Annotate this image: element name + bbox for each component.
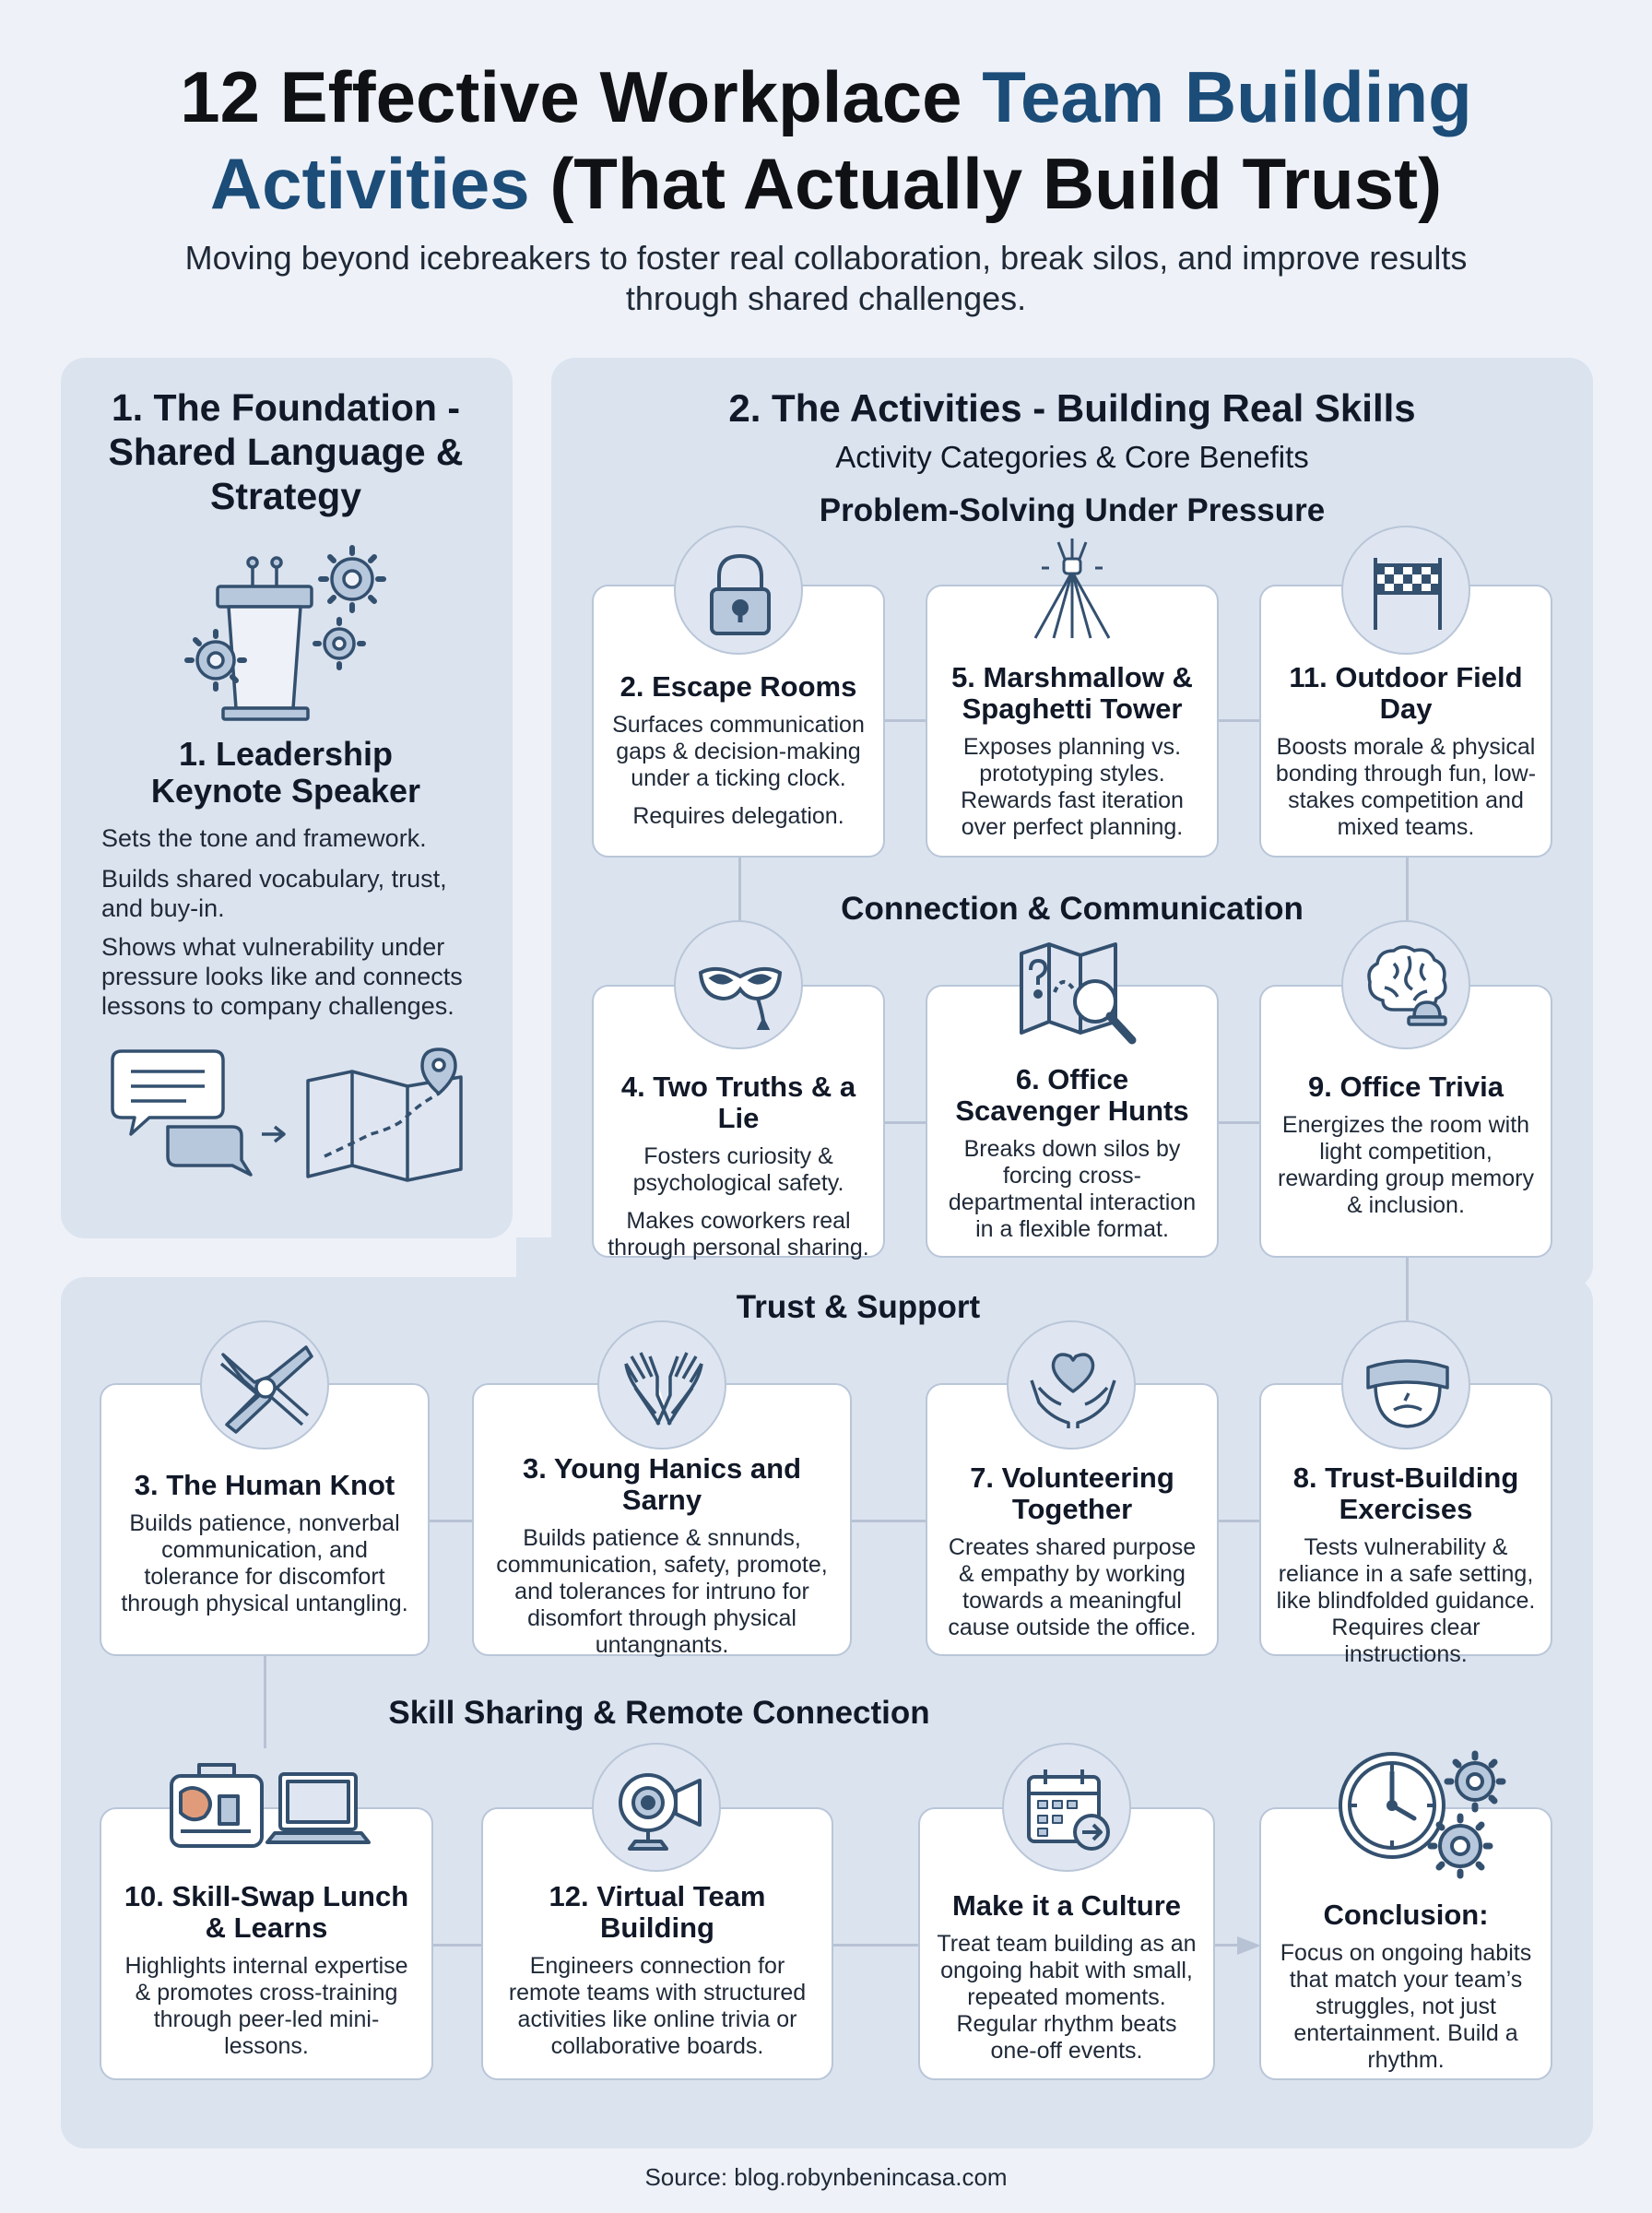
- foundation-point-3: Shows what vulnerability under pressure …: [101, 933, 463, 1020]
- card-title: Conclusion:: [1323, 1899, 1489, 1931]
- card-title: 3. Young Hanics and Sarny: [522, 1452, 802, 1516]
- activities-title: 2. The Activities - Building Real Skills: [728, 386, 1416, 430]
- connector-vertical: [1406, 1256, 1409, 1339]
- title-part-1: 12 Effective Workplace: [180, 56, 962, 137]
- icon-badge: [592, 1743, 721, 1872]
- connector-row1: [883, 719, 931, 722]
- card-title: Make it a Culture: [951, 1889, 1182, 1922]
- icon-badge: [597, 1320, 726, 1450]
- icon-badge: [674, 920, 803, 1049]
- card-description: Focus on ongoing habits that match your …: [1280, 1940, 1532, 2073]
- card-title: 10. Skill-Swap Lunch & Learns: [124, 1880, 409, 1944]
- card-description: Treat team building as an ongoing habit …: [937, 1931, 1197, 2064]
- raised-hands-icon: [624, 1352, 703, 1426]
- icon-badge: [674, 526, 803, 655]
- card-description: Fosters curiosity & psychological safety…: [632, 1143, 844, 1196]
- source-credit: Source: blog.robynbenincasa.com: [644, 2163, 1008, 2191]
- card-title: 5. Marshmallow & Spaghetti Tower: [951, 661, 1193, 725]
- card-title: 11. Outdoor Field Day: [1289, 661, 1523, 725]
- arrow-right-icon: [1237, 1936, 1261, 1955]
- title-accent-2: Activities: [209, 143, 530, 224]
- connector-vertical: [264, 1656, 266, 1748]
- page-subtitle: Moving beyond icebreakers to foster real…: [184, 239, 1468, 317]
- finish-line-icon: [1374, 558, 1442, 630]
- icon-badge: [1341, 1320, 1470, 1450]
- card-description: Exposes planning vs. prototyping styles.…: [961, 734, 1184, 840]
- padlock-icon: [710, 553, 771, 635]
- card-description: Highlights internal expertise & promotes…: [124, 1953, 408, 2059]
- chat-map-icon: [111, 1047, 463, 1182]
- card-description: Breaks down silos by forcing cross-depar…: [948, 1136, 1197, 1242]
- connector-row2: [1217, 1121, 1263, 1124]
- icon-badge: [1007, 1320, 1136, 1450]
- card-description: Builds patience & snnunds, communication…: [496, 1525, 828, 1658]
- card-title: 3. The Human Knot: [134, 1469, 395, 1501]
- category-connection: Connection & Communication: [841, 891, 1304, 927]
- card-description: Surfaces communication gaps & decision-m…: [612, 712, 865, 791]
- icon-badge: [200, 1320, 329, 1450]
- card-human-knot: 3. The Human Knot Builds patience, nonve…: [100, 1383, 430, 1656]
- connector-row3: [1217, 1520, 1263, 1522]
- connector-row4: [428, 1944, 483, 1947]
- connector-row3: [850, 1520, 926, 1522]
- connector-row4: [1213, 1944, 1252, 1947]
- card-title: 6. Office Scavenger Hunts: [955, 1063, 1189, 1127]
- podium-gears-icon: [184, 545, 386, 721]
- foundation-point-2: Builds shared vocabulary, trust, and buy…: [101, 865, 447, 922]
- category-trust: Trust & Support: [736, 1289, 981, 1325]
- card-title: 9. Office Trivia: [1308, 1071, 1504, 1103]
- card-description: Boosts morale & physical bonding through…: [1275, 734, 1537, 840]
- card-virtual-team: 12. Virtual Team Building Engineers conn…: [481, 1807, 833, 2080]
- icon-badge: [1341, 920, 1470, 1049]
- brain-buzzer-icon: [1367, 945, 1447, 1026]
- panel-join: [516, 1237, 572, 1293]
- card-title: 12. Virtual Team Building: [549, 1880, 766, 1944]
- foundation-title: 1. The Foundation - Shared Language & St…: [108, 386, 464, 517]
- heart-hands-icon: [1030, 1353, 1116, 1428]
- activities-subtitle: Activity Categories & Core Benefits: [835, 440, 1309, 474]
- connector-row1: [1217, 719, 1263, 722]
- card-description: Builds patience, nonverbal communication…: [121, 1510, 408, 1616]
- clock-gears-icon: [1339, 1750, 1506, 1879]
- title-part-2: (That Actually Build Trust): [549, 143, 1443, 224]
- card-skill-swap: 10. Skill-Swap Lunch & Learns Highlights…: [100, 1807, 433, 2080]
- card-trust-building: 8. Trust-Building Exercises Tests vulner…: [1259, 1383, 1552, 1667]
- spaghetti-tower-icon: [1033, 538, 1111, 639]
- title-accent-1: Team Building: [982, 56, 1472, 137]
- card-description: Makes coworkers real through personal sh…: [608, 1208, 869, 1260]
- card-conclusion: Conclusion: Focus on ongoing habits that…: [1259, 1807, 1552, 2080]
- category-skill-sharing: Skill Sharing & Remote Connection: [388, 1695, 930, 1731]
- card-volunteering: 7. Volunteering Together Creates shared …: [926, 1383, 1219, 1656]
- card-title: 4. Two Truths & a Lie: [620, 1071, 856, 1134]
- keynote-title: 1. Leadership Keynote Speaker: [150, 735, 421, 810]
- icon-badge: [1341, 526, 1470, 655]
- connector-row4: [832, 1944, 920, 1947]
- calendar-icon: [1027, 1769, 1110, 1851]
- category-problem-solving: Problem-Solving Under Pressure: [819, 492, 1326, 528]
- map-magnifier-icon: [1020, 942, 1137, 1045]
- icon-badge: [1002, 1743, 1131, 1872]
- card-description: Energizes the room with light competitio…: [1278, 1112, 1534, 1218]
- card-title: 8. Trust-Building Exercises: [1292, 1462, 1519, 1525]
- card-scavenger-hunts: 6. Office Scavenger Hunts Breaks down si…: [926, 985, 1219, 1258]
- webcam-icon: [619, 1773, 702, 1851]
- card-description: Requires delegation.: [632, 803, 844, 829]
- card-description: Creates shared purpose & empathy by work…: [948, 1534, 1197, 1640]
- foundation-point-1: Sets the tone and framework.: [101, 824, 427, 852]
- mask-icon: [698, 966, 783, 1030]
- connector-row2: [883, 1121, 931, 1124]
- joined-hands-icon: [219, 1345, 313, 1434]
- card-title: 2. Escape Rooms: [620, 670, 857, 703]
- card-description: Tests vulnerability & reliance in a safe…: [1276, 1534, 1536, 1667]
- lunchbox-laptop-icon: [170, 1763, 371, 1848]
- card-title: 7. Volunteering Together: [970, 1462, 1174, 1525]
- page-title: 12 Effective Workplace Team Building Act…: [0, 53, 1652, 227]
- blindfold-icon: [1366, 1359, 1449, 1428]
- connector-row3: [428, 1520, 476, 1522]
- card-description: Engineers connection for remote teams wi…: [508, 1953, 807, 2059]
